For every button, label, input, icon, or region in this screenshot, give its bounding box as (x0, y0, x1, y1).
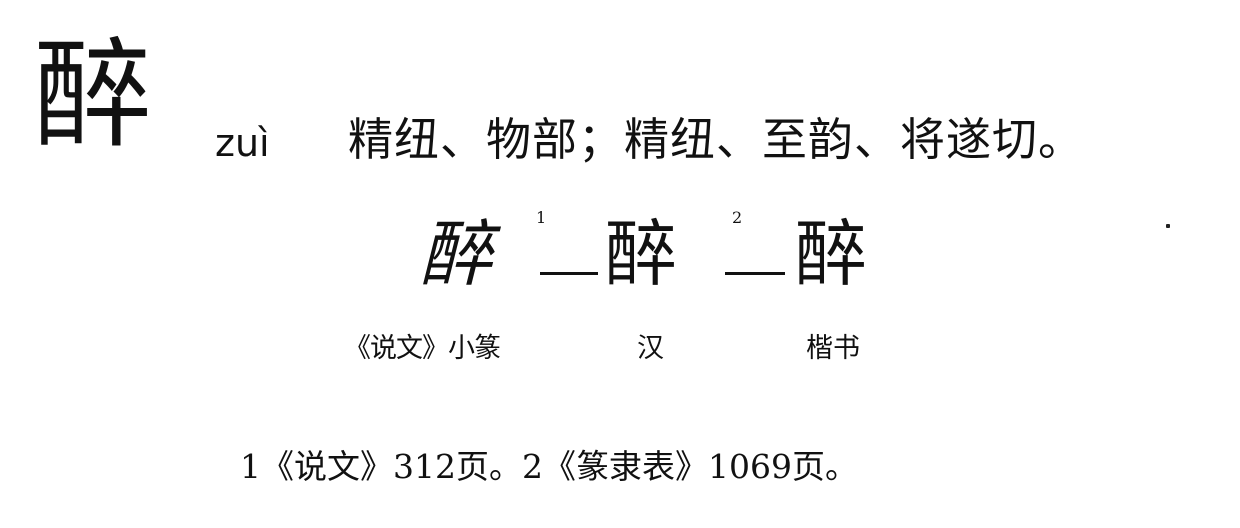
source-footnote: 1《说文》312页。2《篆隶表》1069页。 (240, 447, 858, 486)
footnote-mark-2: 2 (732, 208, 743, 227)
caption-han: 汉 (637, 333, 664, 364)
han-clerical-glyph: 醉 (605, 212, 677, 296)
caption-regular-script: 楷书 (806, 333, 860, 364)
evolution-dash (540, 272, 598, 275)
pinyin: zuì (215, 121, 270, 165)
scan-speck (1166, 224, 1170, 228)
regular-script-glyph: 醉 (795, 212, 868, 296)
glyph-captions: 《说文》小篆 汉 楷书 (0, 335, 1240, 375)
caption-seal-script: 《说文》小篆 (344, 333, 501, 364)
footnote-mark-1: 1 (536, 208, 547, 227)
head-character: 醉 (34, 26, 153, 164)
evolution-dash (725, 272, 785, 275)
seal-script-glyph: 醉 (420, 212, 492, 296)
fanqie-reading: 精纽、物部；精纽、至韵、将遂切。 (348, 113, 1085, 166)
